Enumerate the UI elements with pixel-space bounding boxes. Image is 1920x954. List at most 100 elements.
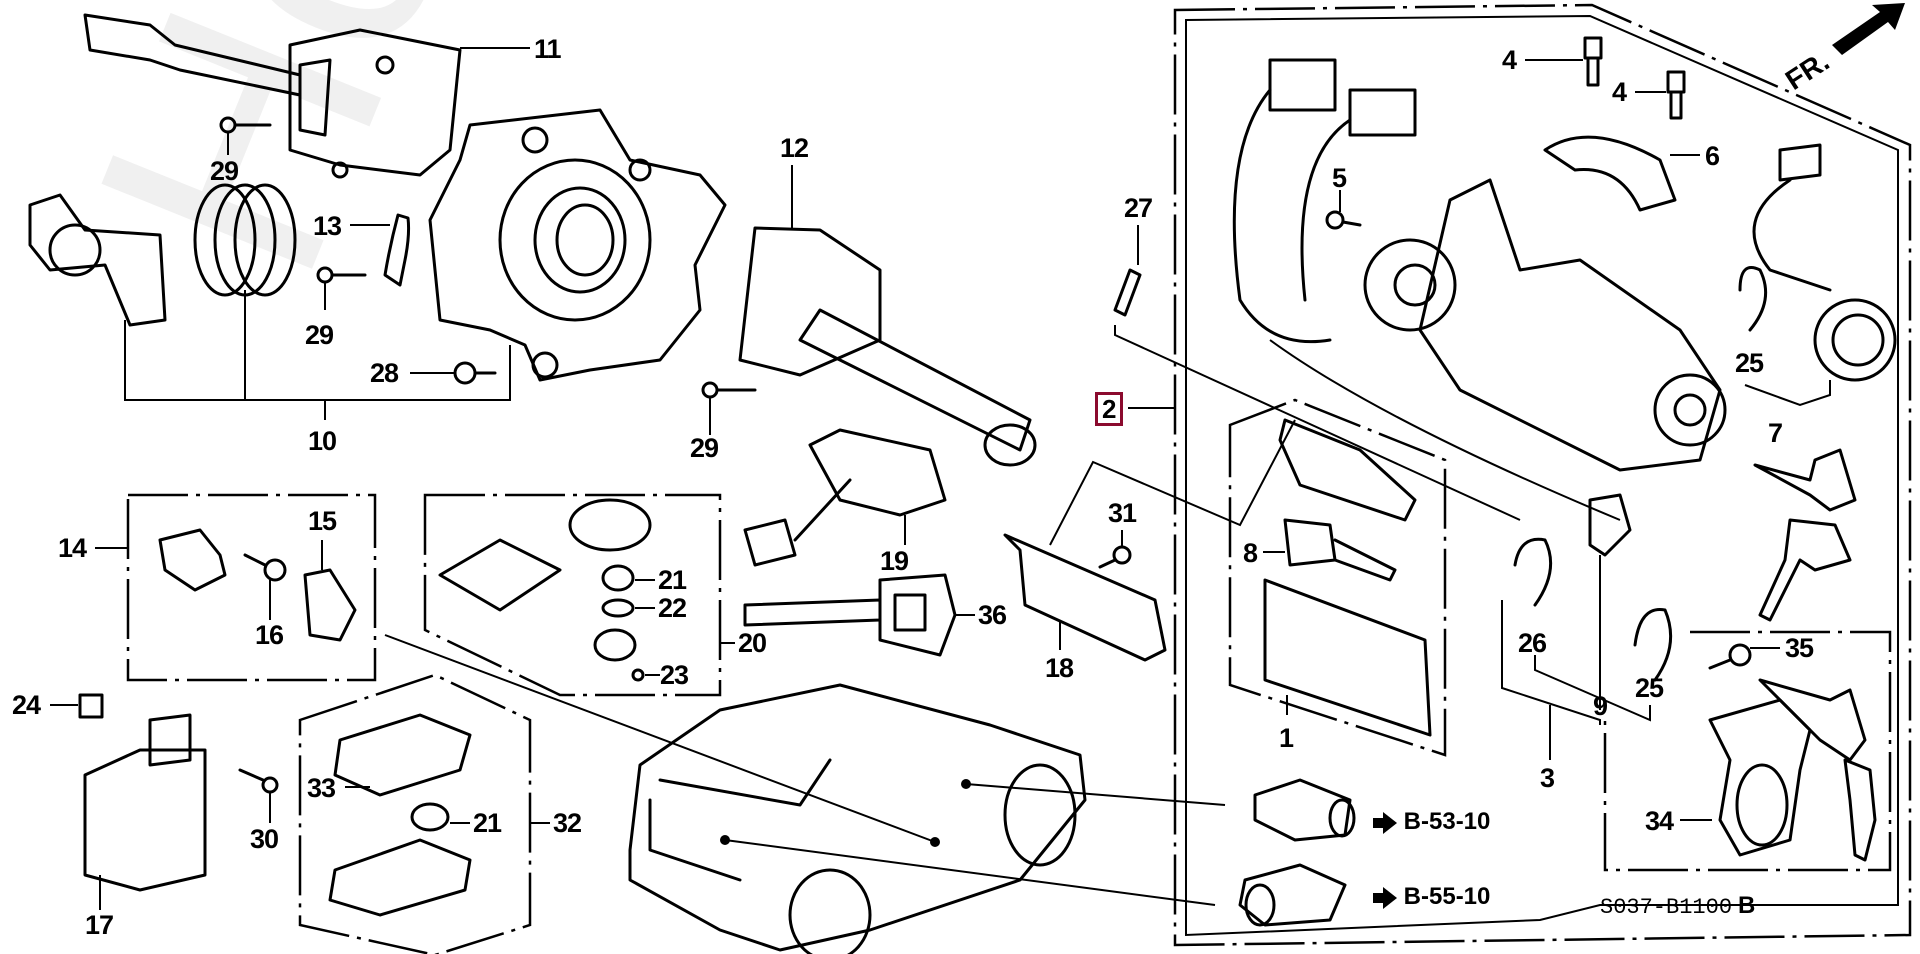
- callout-15[interactable]: 15: [308, 506, 337, 536]
- part-16-screw[interactable]: [243, 553, 287, 582]
- part-10-spring-rings[interactable]: [193, 183, 297, 297]
- callout-17[interactable]: 17: [85, 910, 114, 940]
- callout-35[interactable]: 35: [1785, 633, 1814, 663]
- callout-9[interactable]: 9: [1593, 691, 1608, 721]
- callout-8[interactable]: 8: [1243, 538, 1258, 568]
- part-10-column-cover[interactable]: [28, 193, 167, 327]
- part-8-key[interactable]: [1283, 518, 1397, 582]
- part-23-board[interactable]: [593, 628, 645, 682]
- part-14-key-switch[interactable]: [158, 528, 227, 592]
- callout-29b[interactable]: 29: [305, 320, 334, 350]
- callout-13[interactable]: 13: [313, 211, 342, 241]
- callout-24[interactable]: 24: [12, 690, 41, 720]
- part-4-bolt-b[interactable]: [1666, 70, 1686, 120]
- part-3-ignition-switch-harness[interactable]: [1232, 58, 1621, 521]
- part-30-screw[interactable]: [238, 768, 279, 794]
- reference-label: B-53-10: [1403, 808, 1491, 835]
- part-15-cover[interactable]: [303, 568, 357, 642]
- part-11-lighting-switch[interactable]: [83, 13, 462, 179]
- part-20-manual[interactable]: [438, 538, 562, 612]
- part-7-keys[interactable]: [1753, 448, 1857, 622]
- part-7-key-cylinder[interactable]: [1752, 143, 1897, 382]
- part-13-ground-plate[interactable]: [383, 213, 411, 287]
- screw-29a[interactable]: [219, 116, 272, 134]
- part-17-relay[interactable]: [83, 713, 207, 892]
- immobilizer-unit[interactable]: [1278, 418, 1417, 522]
- callout-28[interactable]: 28: [370, 358, 399, 388]
- callout-30[interactable]: 30: [250, 824, 279, 854]
- callout-36[interactable]: 36: [978, 600, 1007, 630]
- part-1-box: [1228, 398, 1447, 757]
- reference-link-b-53-10[interactable]: B-53-10: [1373, 808, 1491, 836]
- door-lock-cylinder[interactable]: [1253, 778, 1356, 842]
- part-21-battery-b[interactable]: [410, 802, 450, 832]
- callout-7[interactable]: 7: [1768, 418, 1783, 448]
- part-22-seal[interactable]: [601, 598, 635, 618]
- part-25-clamp-b[interactable]: [1633, 607, 1673, 682]
- part-10-cable-reel[interactable]: [428, 108, 727, 382]
- screw-29b[interactable]: [316, 266, 367, 284]
- screw-29c[interactable]: [701, 381, 757, 399]
- callout-14[interactable]: 14: [58, 533, 87, 563]
- callout-32[interactable]: 32: [553, 808, 582, 838]
- reference-link-b-55-10[interactable]: B-55-10: [1373, 883, 1490, 911]
- callout-11[interactable]: 11: [534, 34, 562, 64]
- part-24-clip[interactable]: [78, 693, 104, 719]
- part-20-transmitter[interactable]: [568, 498, 652, 552]
- part-14-box: [126, 493, 377, 682]
- callout-6[interactable]: 6: [1705, 141, 1720, 171]
- part-31-screw[interactable]: [1098, 545, 1132, 569]
- diagram-code-suffix: B: [1738, 892, 1756, 919]
- callout-21a[interactable]: 21: [658, 565, 687, 595]
- part-5-screw[interactable]: [1325, 210, 1362, 230]
- callout-29a[interactable]: 29: [210, 156, 239, 186]
- callout-2-highlighted[interactable]: 2: [1095, 392, 1124, 426]
- part-26-clamp[interactable]: [1513, 537, 1553, 607]
- front-direction-arrow: [1832, 3, 1905, 55]
- callout-31[interactable]: 31: [1108, 498, 1137, 528]
- callout-23[interactable]: 23: [660, 660, 689, 690]
- bolt-28[interactable]: [453, 361, 497, 385]
- part-34-cylinder-keys[interactable]: [1708, 678, 1877, 862]
- callout-20[interactable]: 20: [738, 628, 767, 658]
- callout-4b[interactable]: 4: [1612, 77, 1627, 107]
- part-19-key-interlock[interactable]: [743, 428, 947, 567]
- part-21-battery[interactable]: [601, 564, 635, 592]
- callout-25b[interactable]: 25: [1635, 673, 1664, 703]
- part-25-clamp-a[interactable]: [1738, 266, 1768, 332]
- part-9-steering-lock[interactable]: [1418, 178, 1727, 472]
- part-36-blank-key[interactable]: [743, 573, 957, 657]
- callout-10[interactable]: 10: [308, 426, 337, 456]
- callout-4a[interactable]: 4: [1502, 45, 1517, 75]
- part-9-ground-clip[interactable]: [1588, 493, 1632, 557]
- part-33-case-top[interactable]: [333, 713, 472, 797]
- assembly-frame: [1173, 3, 1912, 947]
- callout-18[interactable]: 18: [1045, 653, 1074, 683]
- callout-33[interactable]: 33: [307, 773, 336, 803]
- vehicle-outline: [628, 683, 1087, 954]
- callout-12[interactable]: 12: [780, 133, 809, 163]
- callout-19[interactable]: 19: [880, 546, 909, 576]
- part-35-screw[interactable]: [1708, 643, 1752, 670]
- callout-34[interactable]: 34: [1645, 806, 1674, 836]
- tailgate-lock-cylinder[interactable]: [1238, 863, 1347, 927]
- callout-27[interactable]: 27: [1124, 193, 1153, 223]
- callout-29c[interactable]: 29: [690, 433, 719, 463]
- callout-21b[interactable]: 21: [473, 808, 502, 838]
- part-18-holder-plate[interactable]: [1003, 533, 1167, 662]
- callout-26[interactable]: 26: [1518, 628, 1547, 658]
- callout-1[interactable]: 1: [1279, 723, 1294, 753]
- callout-16[interactable]: 16: [255, 620, 284, 650]
- part-27-bolt[interactable]: [1113, 268, 1142, 317]
- part-12-wiper-switch[interactable]: [738, 226, 1037, 467]
- callout-5[interactable]: 5: [1332, 163, 1347, 193]
- callout-22[interactable]: 22: [658, 593, 687, 623]
- part-6-clamp[interactable]: [1543, 135, 1677, 212]
- part-32-case-bottom[interactable]: [328, 838, 472, 917]
- part-4-bolt-a[interactable]: [1583, 36, 1603, 87]
- callout-25a[interactable]: 25: [1735, 348, 1764, 378]
- part-1-key-card[interactable]: [1263, 578, 1432, 737]
- callout-3[interactable]: 3: [1540, 763, 1555, 793]
